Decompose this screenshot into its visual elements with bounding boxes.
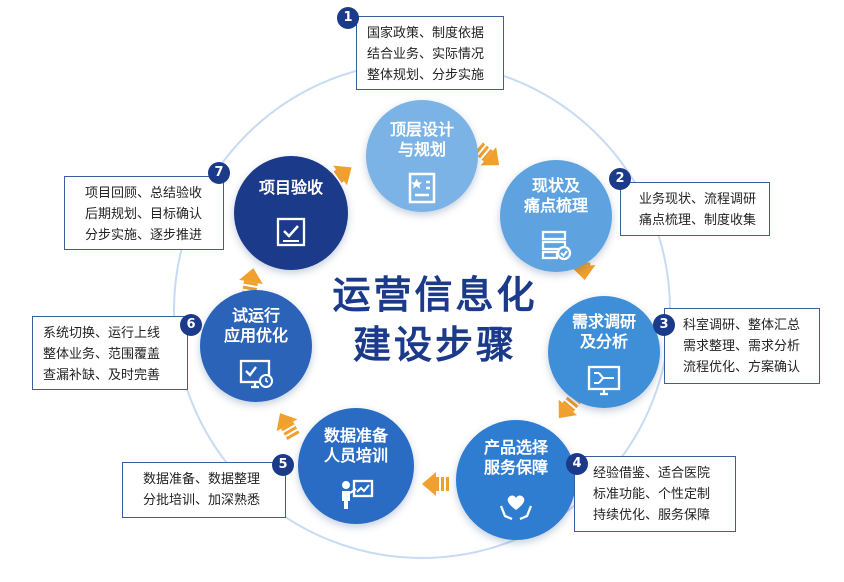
step-5-label-line-2: 人员培训 (323, 446, 388, 465)
title-line-1: 运营信息化 (332, 273, 538, 317)
step-2-node: 现状及 痛点梳理 (500, 160, 612, 272)
heart-hands-icon (499, 495, 533, 521)
step-5-detail-1: 数据准备、数据整理 (143, 472, 261, 487)
step-5-details: 数据准备、数据整理 分批培训、加深熟悉 (122, 462, 286, 518)
step-3-label-line-2: 及分析 (579, 332, 628, 351)
checklist-icon (541, 230, 572, 261)
step-3-badge: 3 (653, 314, 675, 336)
step-4-details: 经验借鉴、适合医院 标准功能、个性定制 持续优化、服务保障 (574, 456, 736, 532)
step-7-node: 项目验收 (234, 156, 348, 270)
step-4-badge: 4 (566, 453, 588, 475)
step-4-node: 产品选择 服务保障 (456, 420, 576, 540)
step-7-detail-1: 项目回顾、总结验收 (85, 186, 203, 201)
step-3-detail-2: 需求整理、需求分析 (683, 339, 801, 354)
presenter-icon (342, 479, 374, 509)
step-3-label-line-1: 需求调研 (571, 312, 636, 331)
step-4-detail-1: 经验借鉴、适合医院 (593, 466, 711, 481)
step-3-detail-1: 科室调研、整体汇总 (683, 318, 801, 333)
step-6-detail-3: 查漏补缺、及时完善 (43, 368, 161, 383)
flow-monitor-icon (587, 365, 621, 396)
step-2-label-line-2: 痛点梳理 (523, 196, 588, 215)
step-7-label-line-1: 项目验收 (258, 178, 323, 197)
step-7-detail-3: 分步实施、逐步推进 (85, 228, 203, 243)
step-1-badge: 1 (337, 7, 359, 29)
step-3-detail-3: 流程优化、方案确认 (683, 360, 801, 375)
step-6-detail-1: 系统切换、运行上线 (43, 326, 161, 341)
step-7-details: 项目回顾、总结验收 后期规划、目标确认 分步实施、逐步推进 (64, 176, 224, 250)
step-4-detail-3: 持续优化、服务保障 (593, 508, 711, 523)
step-3-details: 科室调研、整体汇总 需求整理、需求分析 流程优化、方案确认 (664, 308, 820, 384)
step-6-detail-2: 整体业务、范围覆盖 (43, 347, 161, 362)
arrow-4-to-5 (422, 472, 449, 496)
step-7-detail-2: 后期规划、目标确认 (85, 207, 203, 222)
step-4-label-line-1: 产品选择 (483, 438, 548, 457)
step-2-badge: 2 (609, 168, 631, 190)
step-3-node: 需求调研 及分析 (548, 296, 660, 408)
step-1-detail-1: 国家政策、制度依据 (367, 26, 485, 41)
document-icon (408, 172, 436, 204)
step-6-details: 系统切换、运行上线 整体业务、范围覆盖 查漏补缺、及时完善 (32, 316, 188, 390)
step-5-label-line-1: 数据准备 (323, 426, 388, 445)
title-line-2: 建设步骤 (352, 323, 517, 367)
arrow-5-to-6 (276, 413, 300, 440)
step-6-label-line-2: 应用优化 (223, 326, 288, 345)
step-2-detail-2: 痛点梳理、制度收集 (639, 213, 757, 228)
step-7-badge: 7 (208, 162, 230, 184)
monitor-check-icon (239, 359, 273, 389)
step-2-details: 业务现状、流程调研 痛点梳理、制度收集 (620, 182, 770, 236)
step-5-detail-2: 分批培训、加深熟悉 (143, 493, 261, 508)
step-5-node: 数据准备 人员培训 (298, 408, 414, 524)
diagram-title: 运营信息化 建设步骤 (295, 270, 575, 370)
checkbox-icon (276, 217, 306, 247)
step-1-detail-2: 结合业务、实际情况 (367, 47, 485, 62)
step-1-detail-3: 整体规划、分步实施 (367, 68, 485, 83)
step-6-label-line-1: 试运行 (231, 306, 280, 325)
step-6-badge: 6 (180, 314, 202, 336)
step-1-node: 顶层设计 与规划 (366, 100, 478, 212)
step-4-label-line-2: 服务保障 (483, 458, 548, 477)
step-2-label-line-1: 现状及 (531, 176, 580, 195)
step-2-detail-1: 业务现状、流程调研 (639, 192, 757, 207)
step-5-badge: 5 (272, 454, 294, 476)
step-6-node: 试运行 应用优化 (200, 290, 312, 402)
step-1-label-line-1: 顶层设计 (389, 120, 454, 139)
step-4-detail-2: 标准功能、个性定制 (593, 487, 711, 502)
step-1-label-line-2: 与规划 (397, 140, 446, 159)
step-1-details: 国家政策、制度依据 结合业务、实际情况 整体规划、分步实施 (356, 16, 504, 90)
